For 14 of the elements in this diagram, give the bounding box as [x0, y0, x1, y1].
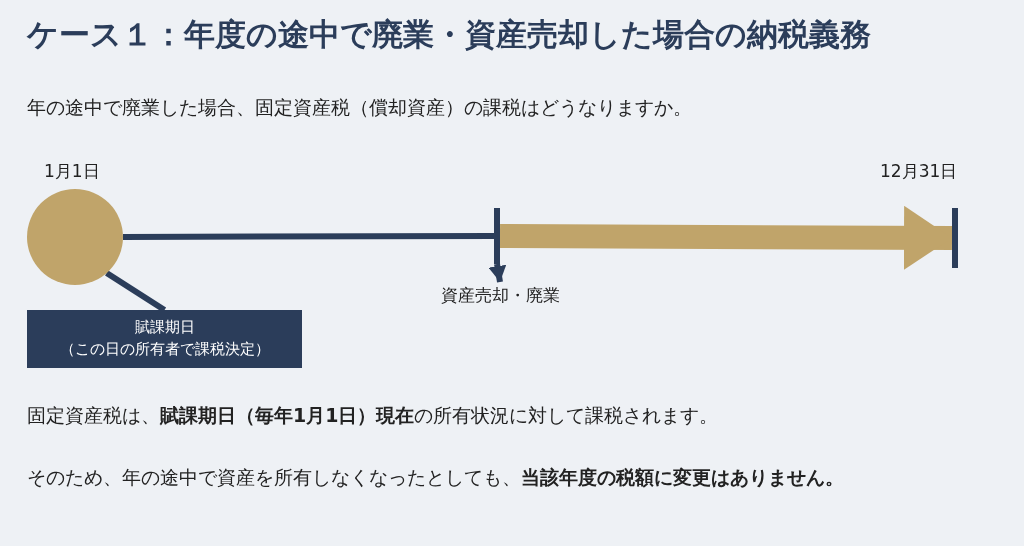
body-paragraph: そのため、年の途中で資産を所有しなくなったとしても、当該年度の税額に変更はありません。 [27, 465, 845, 490]
title: ケース１：年度の途中で廃業・資産売却した場合の納税義務 [27, 15, 871, 54]
body-paragraph: 固定資産税は、賦課期日（毎年1月1日）現在の所有状況に対して課税されます。 [27, 403, 720, 428]
arrow [488, 263, 507, 283]
period-arrow [499, 205, 953, 270]
connector-line [123, 233, 494, 240]
tick-mark [494, 208, 500, 264]
question-text: 年の途中で廃業した場合、固定資産税（償却資産）の課税はどうなりますか。 [27, 95, 693, 120]
connector-line [105, 270, 167, 313]
event-label: 資産売却・廃業 [420, 282, 580, 308]
date-label: 1月1日 [44, 160, 100, 183]
label-box: 賦課期日 （この日の所有者で課税決定） [27, 310, 302, 368]
date-label: 12月31日 [880, 160, 958, 183]
tick-mark [952, 208, 958, 268]
